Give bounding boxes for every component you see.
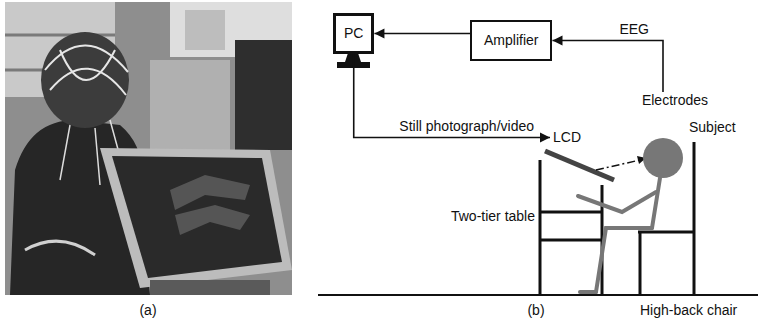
table-label: Two-tier table <box>451 208 535 225</box>
signal-connector <box>354 54 550 143</box>
node-text: PC <box>344 25 363 42</box>
arrowhead <box>540 133 550 143</box>
setup-sketch <box>318 53 758 295</box>
connector-label: EEG <box>617 21 651 38</box>
arrowhead <box>374 29 384 39</box>
subject-label: Subject <box>689 119 736 136</box>
gaze-line <box>596 156 646 170</box>
arrowhead <box>552 36 562 46</box>
amplifier-box: Amplifier <box>470 20 552 61</box>
signal-connector <box>374 29 470 39</box>
panel-caption: (b) <box>527 302 544 319</box>
connector-label: Still photograph/video <box>397 118 536 135</box>
subject-head: Electrodes <box>632 92 718 182</box>
connector-line <box>552 41 663 93</box>
experiment-photo <box>5 2 292 295</box>
panel-caption: (a) <box>139 302 156 319</box>
lcd-node: LCD <box>552 129 582 146</box>
computer-monitor: PC <box>333 13 374 54</box>
node-text: LCD <box>553 129 581 146</box>
subject-body <box>578 178 660 292</box>
node-text: Amplifier <box>484 32 538 49</box>
electrodes-label: Electrodes <box>632 92 718 109</box>
signal-connector <box>552 36 663 93</box>
connector-line <box>374 33 470 35</box>
lcd-panel <box>545 151 614 180</box>
chair-label: High-back chair <box>640 302 737 319</box>
connector-line <box>354 54 550 138</box>
head-circle <box>643 138 683 178</box>
floor-line <box>318 294 758 296</box>
two-tier-table <box>540 160 602 295</box>
